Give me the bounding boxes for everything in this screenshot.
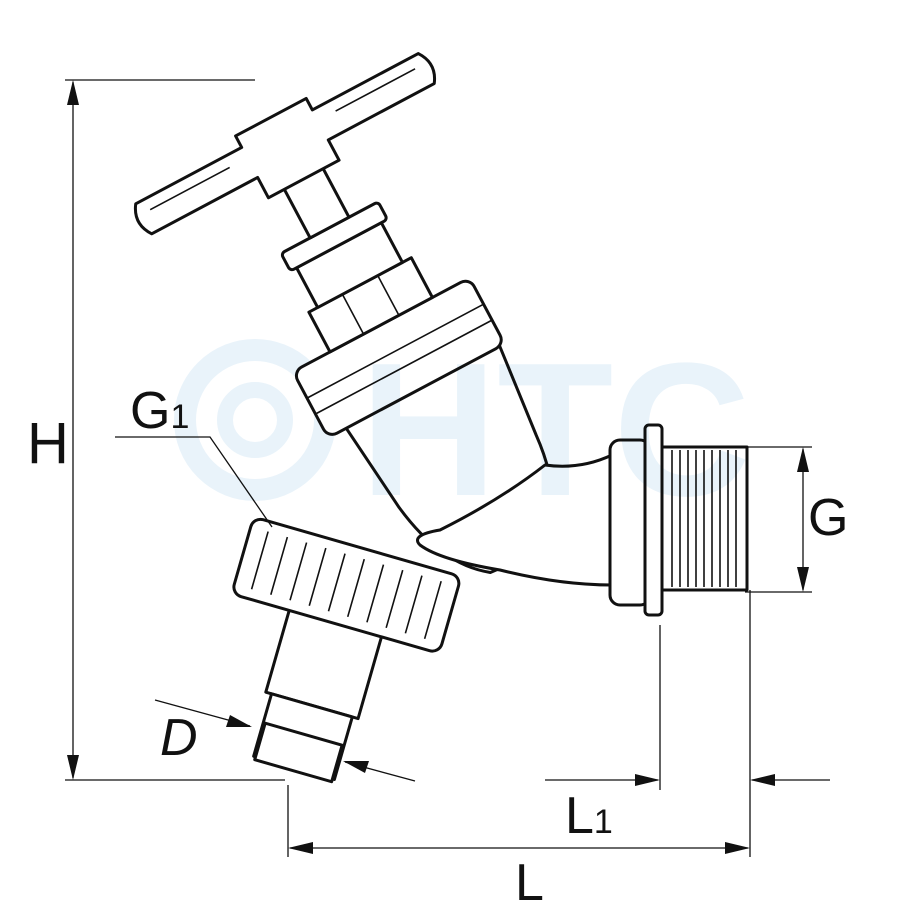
dimension-h: H [27, 79, 285, 781]
dimension-d: D [154, 699, 416, 782]
bonnet-band-line [315, 319, 493, 415]
label-d: D [160, 709, 198, 767]
label-g: G [808, 489, 848, 547]
watermark-inner-circle-icon [217, 382, 293, 458]
dimension-g1: G1 [115, 382, 273, 528]
dimension-l1: L1 [545, 590, 830, 857]
thread-lines [671, 450, 737, 587]
label-l1: L1 [565, 787, 613, 845]
t-handle [133, 52, 437, 236]
dimension-g: G [740, 446, 848, 593]
label-h: H [27, 411, 69, 476]
knurled-nut [232, 517, 461, 653]
label-l: L [515, 854, 544, 901]
outlet-flange [643, 423, 664, 617]
handle-grip-lines [149, 68, 416, 211]
hose-tail-end [253, 721, 344, 784]
dimension-l: L [287, 785, 750, 901]
knurl-ribs [250, 531, 442, 640]
spout [232, 517, 461, 784]
label-g1: G1 [130, 382, 189, 440]
hex-edge [341, 293, 365, 335]
hex-edge [377, 275, 400, 316]
bonnet-band-line [306, 303, 484, 399]
